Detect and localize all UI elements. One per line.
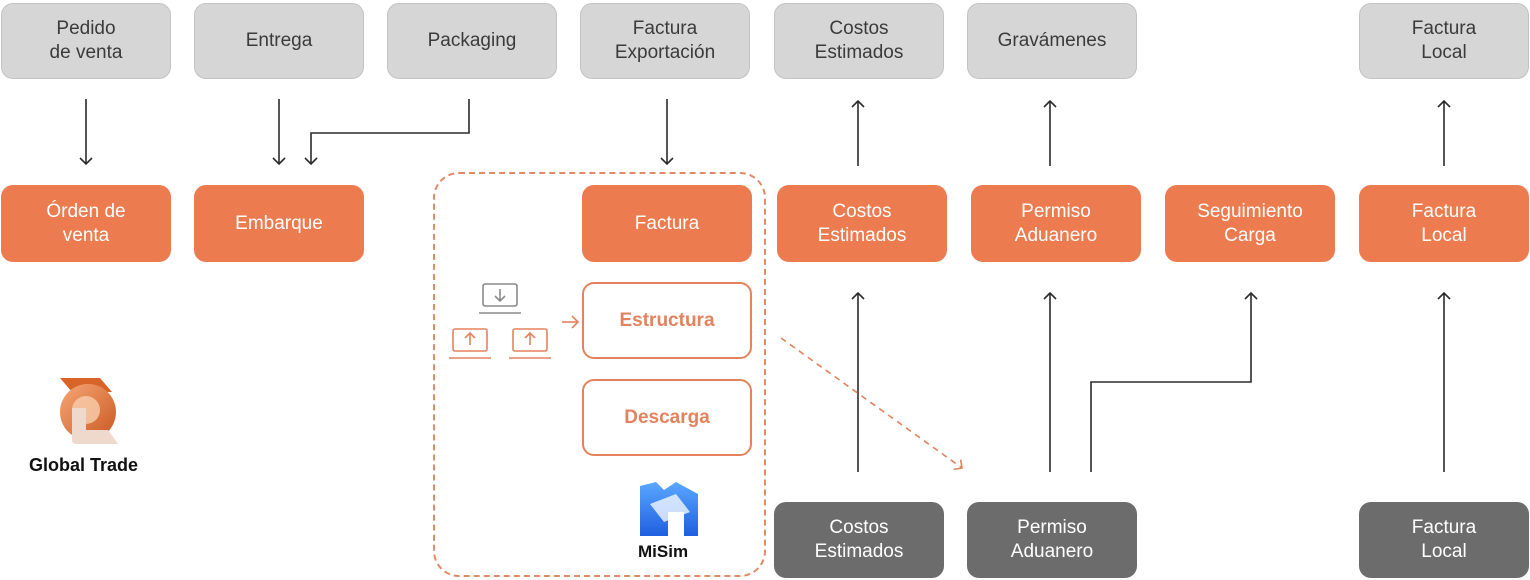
arrow-misim-to-permiso-dashed: [780, 337, 963, 471]
upload-icon: [509, 328, 551, 359]
upload-icon: [449, 328, 491, 359]
top-box-gravamenes: Gravámenes: [967, 3, 1137, 79]
mid-box-embarque: Embarque: [194, 185, 364, 262]
mid-box-seguimiento-carga: Seguimiento Carga: [1165, 185, 1335, 262]
misim-box-descarga: Descarga: [582, 379, 752, 456]
misim-logo-label: MiSim: [638, 542, 689, 561]
mid-box-orden-de-venta: Órden de venta: [1, 185, 171, 262]
top-box-costos-estimados: Costos Estimados: [774, 3, 944, 79]
top-box-factura-exportacion: Factura Exportación: [580, 3, 750, 79]
bottom-box-costos-estimados: Costos Estimados: [774, 502, 944, 578]
top-box-packaging: Packaging: [387, 3, 557, 79]
bottom-box-permiso-aduanero: Permiso Aduanero: [967, 502, 1137, 578]
global-trade-logo-icon: [60, 378, 118, 444]
misim-group-container: [433, 172, 766, 577]
top-box-entrega: Entrega: [194, 3, 364, 79]
mid-box-factura: Factura: [582, 185, 752, 262]
download-icon: [479, 283, 521, 314]
top-box-factura-local: Factura Local: [1359, 3, 1529, 79]
arrow-permiso-bot-to-seguimiento: [1090, 291, 1258, 472]
top-box-pedido-de-venta: Pedido de venta: [1, 3, 171, 79]
global-trade-logo-label: Global Trade: [29, 455, 139, 475]
mid-box-costos-estimados: Costos Estimados: [777, 185, 947, 262]
mid-box-factura-local: Factura Local: [1359, 185, 1529, 262]
mid-box-permiso-aduanero: Permiso Aduanero: [971, 185, 1141, 262]
bottom-box-factura-local: Factura Local: [1359, 502, 1529, 578]
misim-box-estructura: Estructura: [582, 282, 752, 359]
misim-logo-icon: [640, 482, 698, 536]
arrow-packaging-to-embarque: [304, 99, 470, 166]
